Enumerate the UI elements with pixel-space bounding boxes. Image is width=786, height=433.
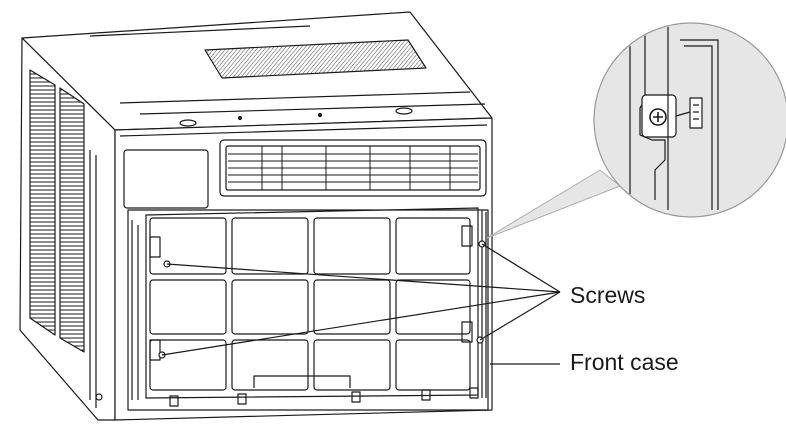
zoom-tail (486, 169, 621, 239)
zoom-detail (486, 22, 786, 239)
control-panel (123, 149, 209, 209)
side-louvers-1 (29, 69, 56, 336)
front-case (127, 207, 489, 411)
top-grill (204, 39, 427, 79)
side-louvers-2 (59, 87, 85, 353)
front-case-label: Front case (570, 349, 679, 375)
filter-handle (253, 375, 351, 388)
screws-label: Screws (570, 282, 646, 308)
front-upper (123, 139, 487, 209)
leader-lines (161, 243, 561, 365)
outlet-louvers (228, 146, 478, 190)
